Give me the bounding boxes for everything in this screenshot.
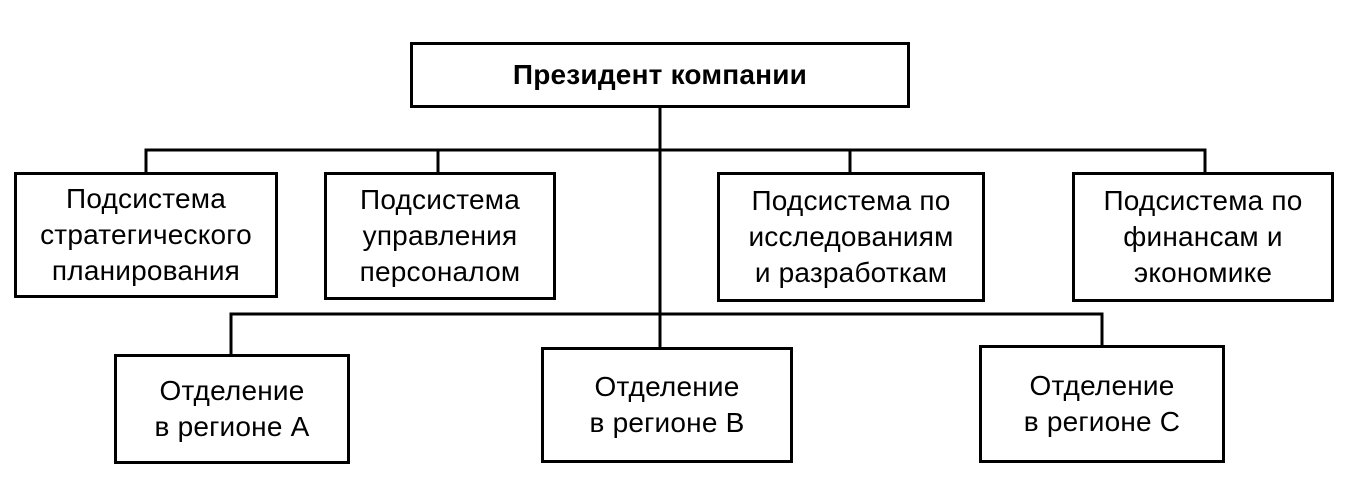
division-region-c-label: Отделение в регионе С [1023,370,1181,437]
subsystem-research-box: Подсистема по исследованиям и разработка… [717,172,985,302]
division-region-c-box: Отделение в регионе С [979,345,1225,463]
subsystem-personnel-box: Подсистема управления персоналом [324,172,556,300]
president-label: Президент компании [512,59,808,90]
subsystem-personnel-label: Подсистема управления персоналом [359,184,521,287]
division-region-a-box: Отделение в регионе А [114,354,350,464]
subsystem-finance-box: Подсистема по финансам и экономике [1072,172,1334,302]
division-region-a-label: Отделение в регионе А [154,375,310,442]
president-box: Президент компании [410,42,910,108]
subsystem-research-label: Подсистема по исследованиям и разработка… [748,185,954,288]
division-region-b-label: Отделение в регионе В [589,371,745,438]
subsystem-finance-label: Подсистема по финансам и экономике [1103,185,1303,288]
division-region-b-box: Отделение в регионе В [541,347,793,463]
subsystem-strategic-planning-box: Подсистема стратегического планирования [14,172,278,298]
subsystem-strategic-planning-label: Подсистема стратегического планирования [40,183,252,286]
